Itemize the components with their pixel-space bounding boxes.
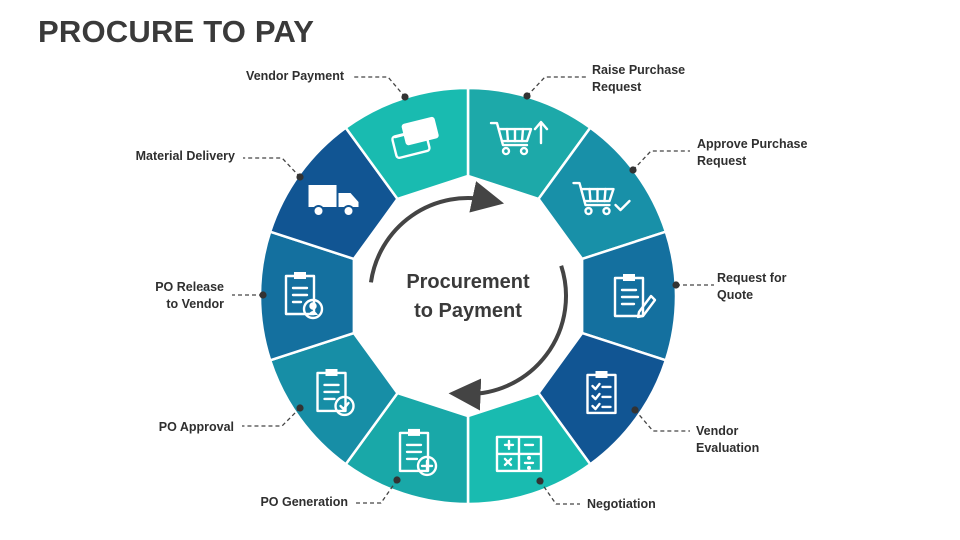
calculator-icon (495, 435, 543, 473)
truck-icon (308, 185, 359, 218)
leader-line-raise-purchase-request (526, 76, 588, 97)
page-title: PROCURE TO PAY (38, 14, 315, 49)
cart-up-icon (489, 120, 549, 156)
leader-line-vendor-payment (352, 76, 406, 98)
checklist-icon (586, 370, 617, 415)
stage-label-approve-purchase-request: Approve Purchase Request (697, 137, 808, 168)
stage-label-vendor-payment: Vendor Payment (246, 69, 344, 83)
leader-dot-vendor-evaluation (631, 406, 639, 414)
cycle-arrow-top (368, 181, 505, 283)
leader-dot-po-generation (393, 476, 401, 484)
leader-line-po-approval (242, 407, 301, 427)
stage-label-po-generation: PO Generation (260, 495, 348, 509)
leader-line-negotiation (539, 480, 580, 505)
cycle-arrow-bottom (448, 265, 568, 411)
stage-label-po-release-to-vendor: PO Release to Vendor (155, 280, 224, 311)
stage-label-material-delivery: Material Delivery (135, 149, 235, 163)
credit-cards-icon (391, 116, 439, 160)
center-hub: Procurement to Payment (353, 176, 583, 416)
center-title-line2: to Payment (414, 300, 522, 322)
leader-line-approve-purchase-request (632, 150, 690, 171)
hub-decagon (353, 176, 583, 416)
leader-dot-request-for-quote (672, 281, 680, 289)
segment-icons (284, 116, 657, 477)
leader-dot-material-delivery (296, 173, 304, 181)
leader-dot-po-approval (296, 404, 304, 412)
leader-dot-negotiation (536, 477, 544, 485)
stage-label-vendor-evaluation: Vendor Evaluation (696, 424, 760, 455)
leader-line-po-generation (356, 479, 398, 504)
stage-label-po-approval: PO Approval (158, 420, 234, 434)
leader-dot-raise-purchase-request (523, 92, 531, 100)
leader-line-material-delivery (243, 157, 301, 178)
clipboard-user-icon (284, 272, 324, 320)
cart-check-icon (572, 181, 631, 216)
stage-label-raise-purchase-request: Raise Purchase Request (592, 63, 686, 94)
leader-dot-approve-purchase-request (629, 166, 637, 174)
clipboard-pen-icon (613, 274, 657, 319)
leader-line-vendor-evaluation (634, 409, 690, 432)
leader-dot-vendor-payment (401, 93, 409, 101)
stage-label-negotiation: Negotiation (587, 497, 656, 511)
center-title-line1: Procurement (406, 271, 530, 293)
stage-label-request-for-quote: Request for Quote (717, 271, 787, 302)
leader-dot-po-release-to-vendor (259, 291, 267, 299)
leader-lines (232, 76, 714, 505)
clipboard-plus-icon (398, 428, 438, 477)
clipboard-check-icon (316, 368, 355, 417)
